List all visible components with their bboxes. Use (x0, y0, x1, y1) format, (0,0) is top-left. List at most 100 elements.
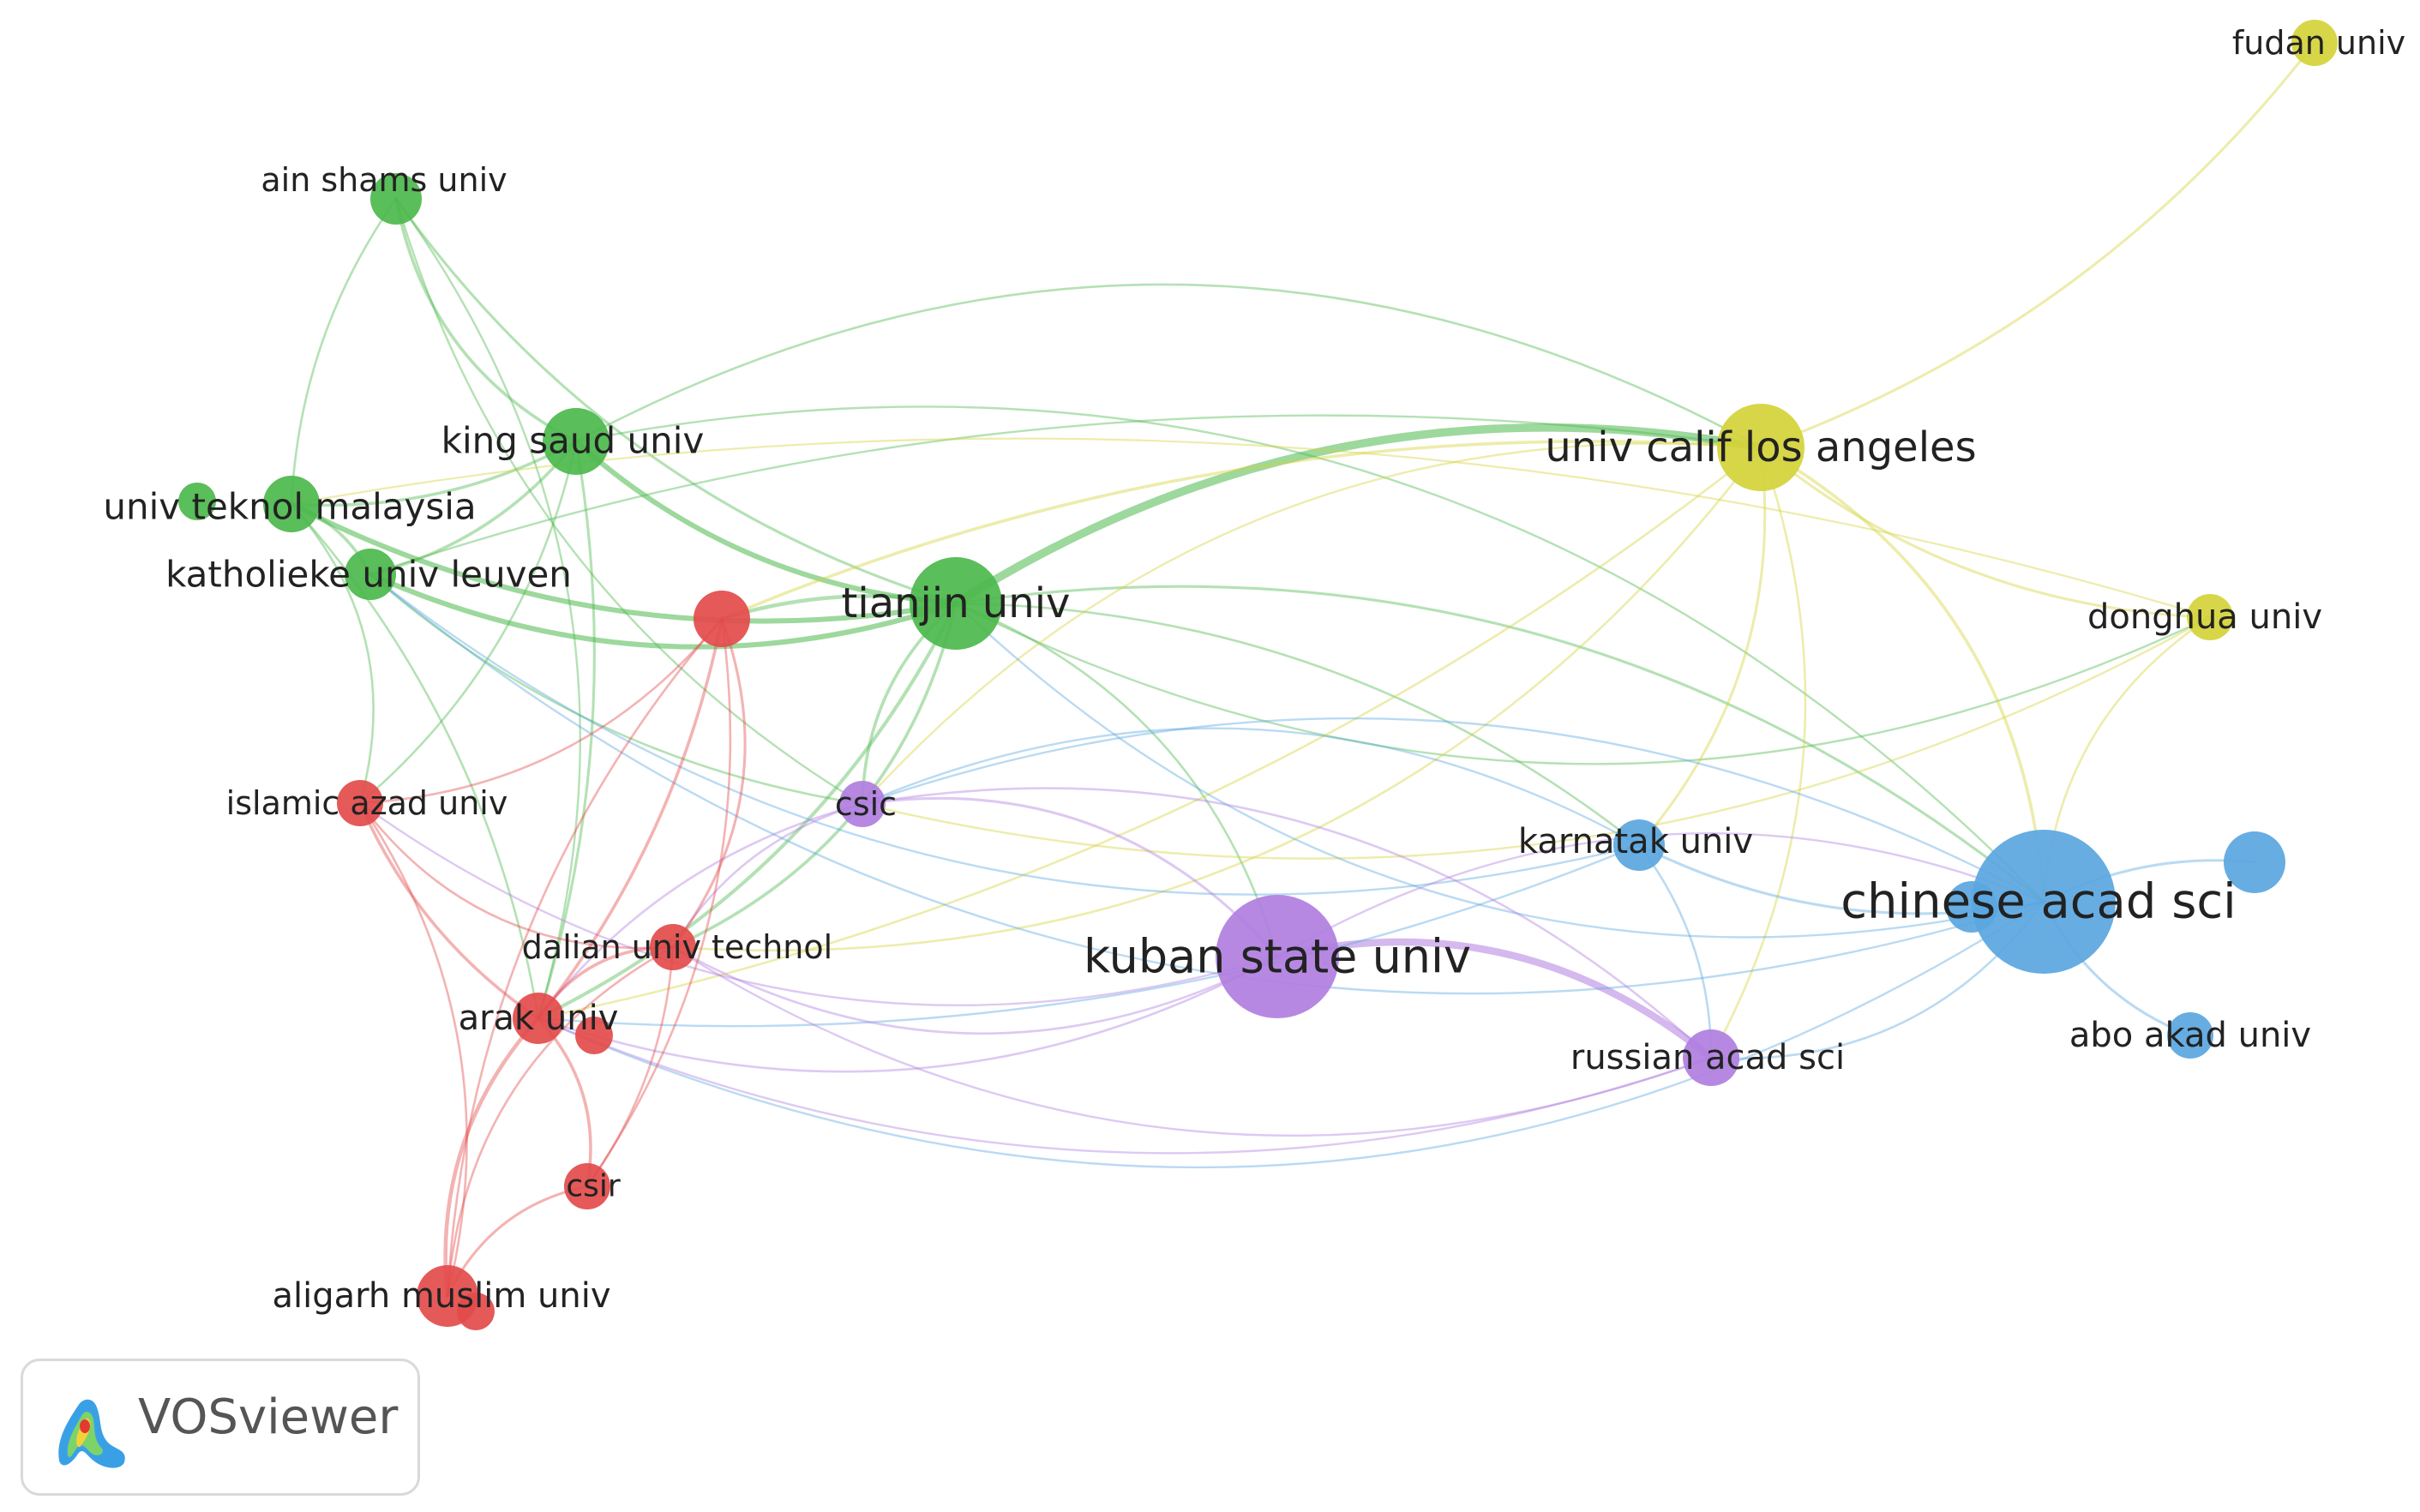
link-aligarh-islamic_azad (358, 801, 468, 1298)
link-king_saud-chinese (574, 405, 2045, 903)
link-ucla-donghua (1759, 446, 2212, 619)
link-ucla-chinese (1759, 446, 2045, 903)
link-kuban-dalian (671, 945, 1279, 1035)
node-ain_shams[interactable] (370, 173, 422, 225)
link-karnatak-arak (537, 843, 1641, 1028)
link-dalian-aligarh (446, 945, 675, 1298)
link-chinese-arak (537, 900, 2045, 1169)
node-aligarh[interactable] (417, 1265, 478, 1327)
link-ain_shams-arak (394, 197, 581, 1020)
vosviewer-brand-label: VOSviewer (138, 1389, 399, 1445)
node-label-chinese: chinese acad sci (1841, 874, 2237, 930)
link-tianjin-ain_shams (394, 197, 958, 605)
node-label-russian: russian acad sci (1570, 1038, 1845, 1077)
node-label-csic: csic (835, 785, 897, 823)
node-karnatak[interactable] (1613, 819, 1665, 871)
link-russian-arak (537, 1017, 1713, 1155)
node-csir[interactable] (564, 1163, 610, 1209)
link-tianjin-teknol (289, 501, 958, 624)
node-label-fudan: fudan univ (2232, 24, 2405, 62)
node-arak-secondary[interactable] (575, 1017, 613, 1054)
node-teknol[interactable] (263, 476, 320, 532)
node-label-ucla: univ calif los angeles (1545, 423, 1976, 471)
link-ucla-dalian (671, 446, 1762, 952)
link-ucla-russian (1709, 446, 1807, 1059)
node-donghua[interactable] (2187, 594, 2233, 640)
node-label-arak: arak univ (459, 999, 619, 1038)
link-arak-aligarh (443, 1016, 541, 1299)
node-abo_akad[interactable] (2167, 1012, 2213, 1059)
link-tianjin-kuban (954, 602, 1279, 958)
node-leuven[interactable] (345, 549, 396, 600)
link-russian-csic (861, 787, 1713, 1059)
node-chinese[interactable] (1972, 830, 2116, 974)
link-tianjin-chinese (954, 585, 2045, 903)
node-king_saud[interactable] (543, 408, 610, 475)
link-kuban-islamic_azad (358, 801, 1279, 1006)
vosviewer-logo-icon (58, 1399, 125, 1468)
link-islamic_azad-red_unlabeled (358, 617, 724, 805)
link-tianjin-leuven (368, 572, 958, 650)
link-tianjin-donghua (954, 602, 2212, 765)
node-csic[interactable] (839, 781, 886, 827)
link-dalian-csir (585, 945, 675, 1188)
node-label-abo_akad: abo akad univ (2069, 1016, 2311, 1055)
link-kuban-russian (1273, 938, 1715, 1062)
node-teknol-secondary[interactable] (178, 483, 216, 520)
vosviewer-badge: VOSviewer (21, 1359, 420, 1496)
link-csic-arak (537, 802, 864, 1020)
node-label-dalian: dalian univ technol (522, 928, 832, 966)
node-label-donghua: donghua univ (2087, 597, 2322, 637)
node-kuban[interactable] (1216, 895, 1339, 1018)
link-ain_shams-csic (394, 197, 864, 806)
link-kuban-csic (861, 796, 1279, 958)
node-label-karnatak: karnatak univ (1518, 822, 1753, 861)
node-label-teknol: univ teknol malaysia (103, 486, 476, 528)
node-russian[interactable] (1683, 1029, 1739, 1086)
node-label-aligarh: aligarh muslim univ (273, 1276, 611, 1316)
node-label-ain_shams: ain shams univ (261, 161, 507, 199)
node-dalian[interactable] (650, 924, 696, 970)
node-label-islamic_azad: islamic azad univ (226, 784, 508, 822)
node-blue_unlabeled[interactable] (2224, 831, 2285, 893)
node-label-leuven: katholieke univ leuven (165, 554, 572, 596)
link-king_saud-islamic_azad (358, 440, 578, 805)
link-arak-islamic_azad (358, 801, 540, 1020)
node-ucla[interactable] (1717, 404, 1804, 491)
link-king_saud-ucla (574, 283, 1762, 449)
link-karnatak-russian (1637, 843, 1713, 1059)
link-dalian-red_unlabeled (671, 617, 747, 949)
link-teknol-arak (290, 502, 540, 1020)
link-chinese-csic (861, 717, 2045, 903)
node-label-csir: csir (566, 1169, 621, 1204)
link-ucla-red_unlabeled (720, 440, 1762, 621)
node-arak[interactable] (513, 993, 564, 1044)
link-kuban-arak (537, 955, 1279, 1073)
link-ucla-csic (861, 442, 1762, 806)
link-ucla-karnatak (1637, 446, 1767, 847)
link-king_saud-teknol (290, 440, 578, 507)
node-label-kuban: kuban state univ (1084, 930, 1471, 984)
node-label-king_saud: king saud univ (441, 420, 705, 462)
link-arak-red_unlabeled (537, 617, 724, 1020)
link-chinese-tianjin (954, 602, 2045, 939)
link-leuven-csic (369, 573, 864, 806)
link-king_saud-ain_shams (394, 197, 578, 443)
link-teknol-islamic_azad (290, 502, 375, 805)
link-ucla-arak (537, 446, 1762, 1020)
node-fudan[interactable] (2291, 20, 2338, 66)
node-tianjin[interactable] (910, 557, 1002, 650)
node-red_unlabeled[interactable] (694, 591, 750, 647)
link-chinese-leuven (369, 573, 2045, 995)
node-islamic_azad[interactable] (337, 780, 383, 826)
link-aligarh-red_unlabeled (446, 617, 724, 1298)
link-karnatak-leuven (369, 573, 1641, 896)
link-tianjin-arak (536, 601, 958, 1021)
node-label-tianjin: tianjin univ (842, 579, 1071, 627)
link-teknol-ain_shams (290, 197, 398, 506)
link-leuven-ucla (369, 414, 1762, 576)
link-tianjin-king_saud (573, 439, 958, 606)
link-csic-dalian (671, 802, 864, 949)
